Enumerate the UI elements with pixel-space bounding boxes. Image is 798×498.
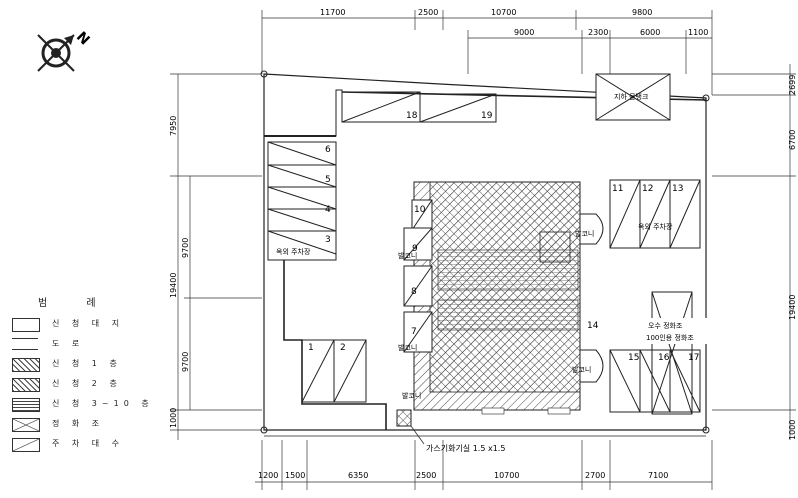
parking-area-building-west [403, 199, 433, 353]
dim-bottom-5: 10700 [494, 471, 519, 480]
parking-number-9: 9 [412, 244, 418, 254]
gas-facility-label: 가스기화기실 1.5 x1.5 [426, 443, 505, 453]
dim-right-4: 1000 [788, 420, 797, 440]
parking-number-12: 12 [642, 184, 653, 194]
dim-bottom-4: 2500 [416, 471, 436, 480]
parking-number-3: 3 [325, 235, 331, 245]
dim-right-1: 2699 [788, 75, 797, 95]
dim-bottom-3: 6350 [348, 471, 368, 480]
legend-swatch-parking [12, 438, 40, 452]
parking-number-18: 18 [406, 111, 418, 121]
dim-bottom-1: 1200 [258, 471, 278, 480]
dim-left-3: 1000 [169, 408, 178, 428]
legend-item-road: 도 로 [8, 338, 158, 352]
parking-number-14: 14 [587, 321, 599, 331]
dim-top2-3: 6000 [640, 28, 660, 37]
north-label: N [73, 29, 93, 49]
balcony-label-east-1: 발코니 [575, 229, 594, 238]
parking-number-17: 17 [688, 353, 699, 363]
dim-top-1: 11700 [320, 8, 345, 17]
dim-left-1: 7950 [169, 116, 178, 136]
top-dimension-lines [261, 10, 713, 95]
balconies-east [579, 213, 604, 383]
legend-label-road: 도 로 [52, 339, 85, 348]
balcony-label-west-1: 발코니 [398, 251, 417, 260]
legend-item-floor2: 신 청 2 층 [8, 378, 158, 392]
dim-top-2: 2500 [418, 8, 438, 17]
parking-number-13: 13 [672, 184, 683, 194]
balcony-label-east-2: 발코니 [572, 365, 591, 374]
septic-tank: 오수 정화조 100인용 정화조 [646, 291, 712, 415]
water-tank: 지하 물탱크 [595, 73, 671, 121]
dim-bottom-2: 1500 [285, 471, 305, 480]
septic-label-2: 100인용 정화조 [646, 333, 694, 342]
dim-right-3: 19400 [788, 295, 797, 320]
parking-number-19: 19 [481, 111, 493, 121]
parking-area-bottom-left [301, 339, 367, 403]
legend-title: 범 례 [38, 298, 114, 309]
parking-area-east [609, 179, 701, 249]
parking-number-8: 8 [411, 287, 417, 297]
legend-swatch-floor310 [12, 398, 40, 412]
legend-swatch-site [12, 318, 40, 332]
parking-number-6: 6 [325, 145, 331, 155]
parking-number-10: 10 [414, 205, 426, 215]
dim-top-3: 10700 [491, 8, 516, 17]
legend-swatch-floor2 [12, 378, 40, 392]
septic-label-1: 오수 정화조 [648, 321, 683, 330]
parking-number-16: 16 [658, 353, 670, 363]
legend-item-floor1: 신 청 1 층 [8, 358, 158, 372]
parking-label-left: 옥외 주차장 [276, 247, 311, 256]
parking-area-left [267, 141, 387, 430]
legend-label-floor310: 신 청 3~10 층 [52, 399, 154, 408]
water-tank-label: 지하 물탱크 [614, 92, 649, 101]
parking-number-15: 15 [628, 353, 639, 363]
parking-number-11: 11 [612, 184, 623, 194]
legend-label-site: 신 청 대 지 [52, 319, 125, 328]
dim-left-inner-1: 9700 [181, 238, 190, 258]
dim-top2-2: 2300 [588, 28, 608, 37]
legend-label-floor1: 신 청 1 층 [52, 359, 122, 368]
main-building [413, 181, 581, 415]
legend-label-floor2: 신 청 2 층 [52, 379, 122, 388]
dim-bottom-6: 2700 [585, 471, 605, 480]
left-dimension-lines [170, 73, 262, 440]
parking-number-2: 2 [340, 343, 346, 353]
legend-swatch-road [12, 338, 38, 350]
legend-item-septic: 정 화 조 [8, 418, 158, 432]
parking-number-4: 4 [325, 205, 331, 215]
legend-item-parking: 주 차 대 수 [8, 438, 158, 452]
legend-label-septic: 정 화 조 [52, 419, 105, 428]
dim-top2-1: 9000 [514, 28, 534, 37]
dim-left-2: 19400 [169, 273, 178, 298]
dim-left-inner-2: 9700 [181, 352, 190, 372]
parking-number-5: 5 [325, 175, 331, 185]
legend-label-parking: 주 차 대 수 [52, 439, 125, 448]
legend-swatch-floor1 [12, 358, 40, 372]
parking-number-1: 1 [308, 343, 314, 353]
gas-facility: 가스기화기실 1.5 x1.5 [396, 409, 505, 453]
parking-area-southeast [609, 349, 701, 413]
legend-swatch-septic [12, 418, 40, 432]
dim-bottom-7: 7100 [648, 471, 668, 480]
legend-item-site: 신 청 대 지 [8, 318, 158, 332]
parking-label-right: 옥외 주차장 [638, 222, 673, 231]
parking-number-7: 7 [411, 327, 417, 337]
bottom-dimension-lines [255, 440, 713, 490]
balcony-label-west-3: 발코니 [402, 391, 421, 400]
legend-item-floor310: 신 청 3~10 층 [8, 398, 158, 412]
dim-top2-4: 1100 [688, 28, 708, 37]
site-boundary [260, 70, 710, 437]
balcony-label-west-2: 발코니 [398, 343, 417, 352]
dim-right-2: 6700 [788, 130, 797, 150]
right-dimension-lines [712, 64, 796, 440]
dim-top-4: 9800 [632, 8, 652, 17]
north-arrow-icon: N [37, 29, 93, 72]
